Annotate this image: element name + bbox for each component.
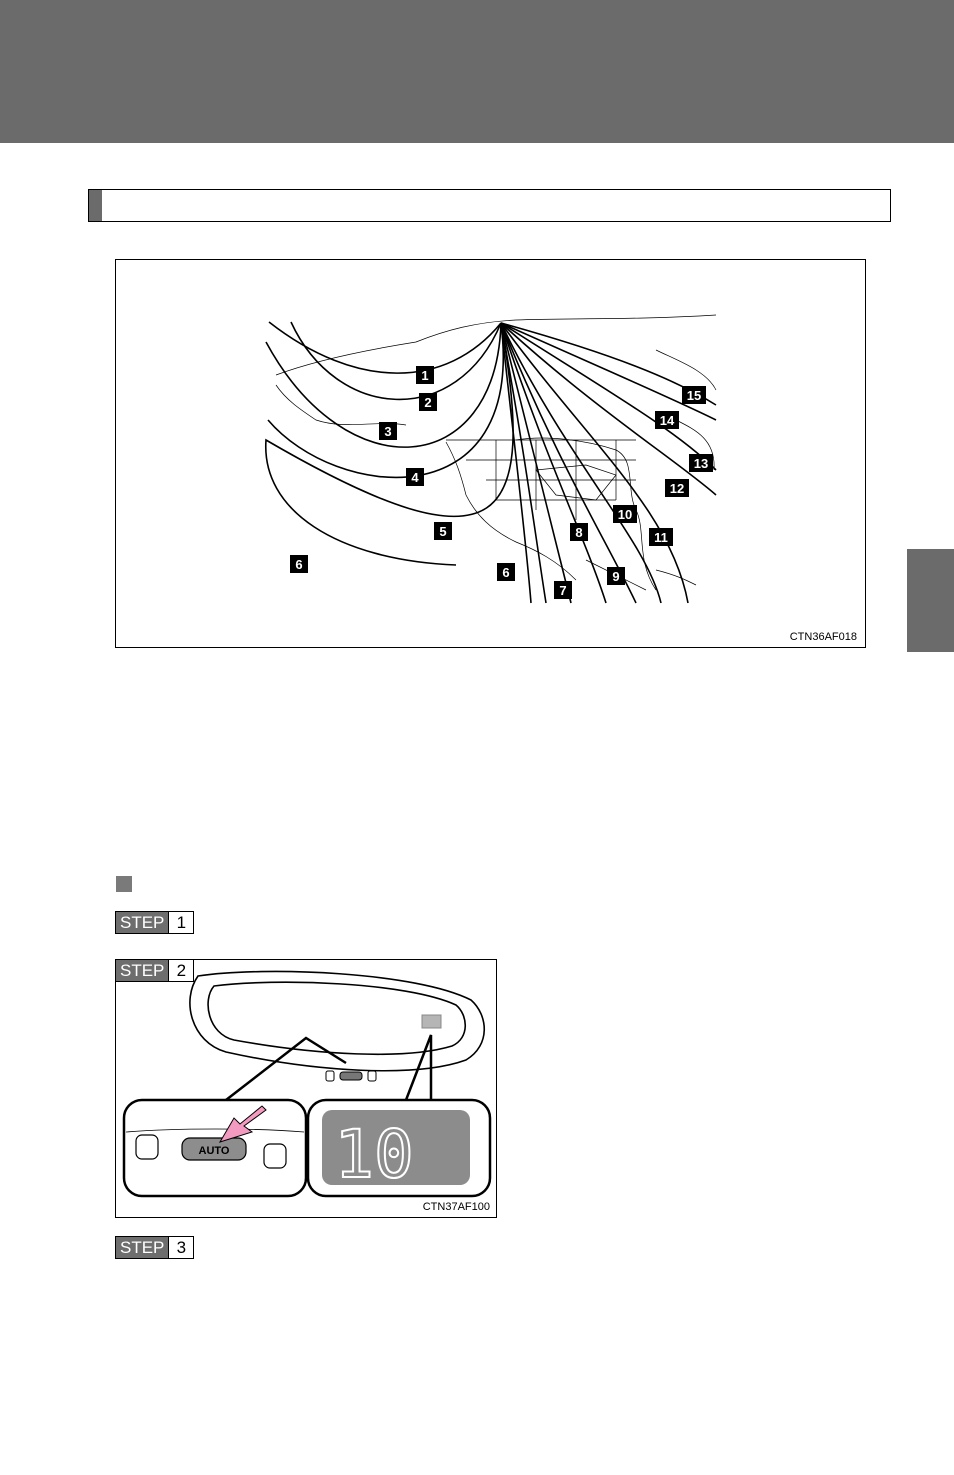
zone-4-label: 4 xyxy=(411,470,419,485)
subsection-bullet-icon xyxy=(116,876,132,892)
zone-13-label: 13 xyxy=(694,456,708,471)
display-digits: 10 xyxy=(334,1116,413,1193)
step-2-badge: STEP 2 xyxy=(115,959,195,982)
mirror-button-left xyxy=(325,1070,335,1082)
callout-line-display xyxy=(404,1034,433,1101)
zone-2-box xyxy=(419,393,437,411)
zone-14-label: 14 xyxy=(660,413,675,428)
zone-11-label: 11 xyxy=(654,530,668,545)
zone-6-west-label: 6 xyxy=(295,557,302,572)
callout-line-buttons xyxy=(225,1036,347,1101)
zone-6-east-label: 6 xyxy=(502,565,509,580)
zone-7-box xyxy=(554,581,572,599)
zone-11-box xyxy=(649,528,673,546)
step-1-badge: STEP 1 xyxy=(115,911,195,934)
section-title-bar xyxy=(88,189,891,222)
step-3-number: 3 xyxy=(168,1237,194,1258)
zone-labels: 1 2 3 4 5 6 6 7 8 9 10 11 12 13 xyxy=(290,366,713,599)
mirror-glass xyxy=(207,981,467,1056)
section-bar-accent xyxy=(89,190,102,221)
zone-9-box xyxy=(607,567,625,585)
zone-7-label: 7 xyxy=(559,583,566,598)
zone-8-label: 8 xyxy=(575,525,582,540)
zone-3-box xyxy=(379,422,397,440)
left-button-icon xyxy=(135,1134,159,1160)
zone-14-box xyxy=(655,411,679,429)
page-header-band xyxy=(0,0,954,143)
zone-15-box xyxy=(682,386,706,404)
zone-15-label: 15 xyxy=(687,388,701,403)
mirror-sensor-window xyxy=(421,1014,442,1029)
zone-10-label: 10 xyxy=(618,507,632,522)
press-arrow-icon xyxy=(218,1105,267,1143)
zone-5-label: 5 xyxy=(439,524,446,539)
zone-1-label: 1 xyxy=(421,368,428,383)
chapter-side-tab xyxy=(907,549,954,652)
zone-map-illustration: 1 2 3 4 5 6 6 7 8 9 10 11 12 13 xyxy=(265,314,717,604)
mirror-auto-button-small xyxy=(339,1071,363,1081)
zone-4-box xyxy=(406,468,424,486)
mirror-housing xyxy=(189,970,486,1072)
mirror-figure-code: CTN37AF100 xyxy=(422,1201,490,1213)
display-screen xyxy=(322,1110,470,1185)
zone-2-label: 2 xyxy=(424,395,431,410)
zone-12-box xyxy=(665,479,689,497)
mirror-illustration: AUTO 10 xyxy=(122,970,492,1198)
map-figure-code: CTN36AF018 xyxy=(789,631,857,643)
step-2-word: STEP xyxy=(116,960,169,981)
zone-6-east-box xyxy=(497,563,515,581)
zone-12-label: 12 xyxy=(670,481,684,496)
coastline-sketch xyxy=(275,314,717,591)
zone-6-west-box xyxy=(290,555,308,573)
zone-map-figure: 1 2 3 4 5 6 6 7 8 9 10 11 12 13 xyxy=(115,259,866,648)
auto-button xyxy=(181,1137,247,1161)
mirror-figure: AUTO 10 STEP 2 CTN37AF100 xyxy=(115,959,497,1218)
zone-10-box xyxy=(613,505,637,523)
right-button-icon xyxy=(263,1143,287,1169)
zone-9-label: 9 xyxy=(612,569,619,584)
auto-button-label: AUTO xyxy=(199,1145,230,1157)
step-3-badge: STEP 3 xyxy=(115,1236,195,1259)
step-3-word: STEP xyxy=(116,1237,169,1258)
step-2-number: 2 xyxy=(168,960,194,981)
mirror-button-right xyxy=(367,1070,377,1082)
step-1-number: 1 xyxy=(168,912,194,933)
zone-boundary-lines xyxy=(265,321,717,604)
zone-8-box xyxy=(570,523,588,541)
zone-3-label: 3 xyxy=(384,424,391,439)
zone-1-box xyxy=(416,366,434,384)
zone-13-box xyxy=(689,454,713,472)
zone-5-box xyxy=(434,522,452,540)
step-1-word: STEP xyxy=(116,912,169,933)
